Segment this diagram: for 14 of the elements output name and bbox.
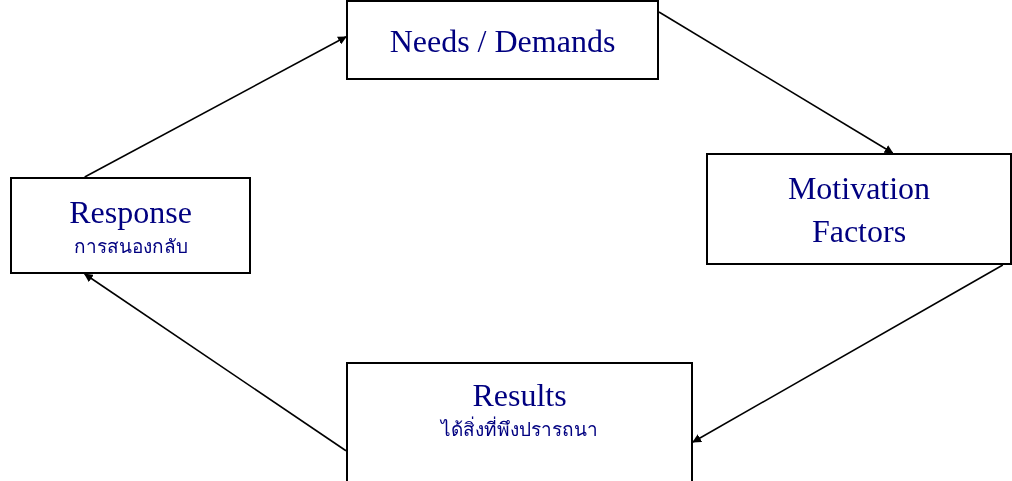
process-box (706, 153, 1012, 265)
box-title: Results (472, 376, 567, 415)
arrow (83, 36, 347, 178)
process-box (346, 362, 693, 481)
box-title: Needs / Demands (389, 22, 616, 61)
box-title: Motivation Factors (786, 169, 932, 252)
box-subtitle: ได้สิ่งที่พึงปรารถนา (441, 417, 598, 442)
arrow (692, 264, 1004, 443)
arrow (658, 11, 894, 154)
process-box (10, 177, 251, 274)
process-box (346, 0, 659, 80)
box-title: Response (69, 193, 192, 232)
box-subtitle: การสนองกลับ (73, 234, 188, 259)
arrow (83, 273, 347, 452)
